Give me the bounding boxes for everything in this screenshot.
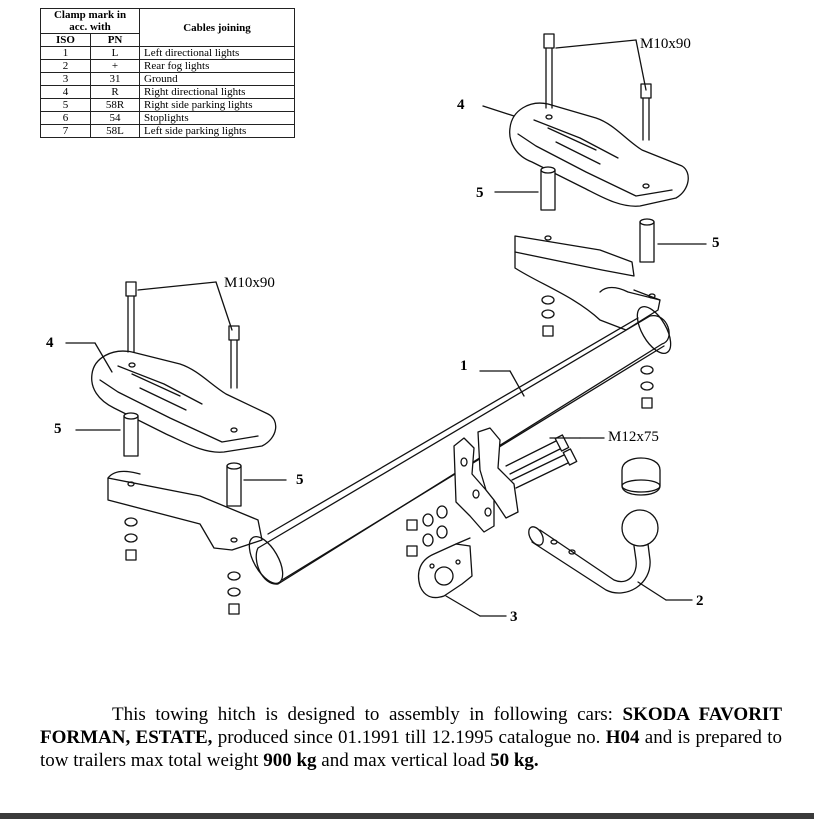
washers-nuts-right-2 xyxy=(640,365,654,409)
cell-iso: 1 xyxy=(39,46,92,60)
towbar-assembly-drawing: M10x90 M10x90 M12x75 1 2 3 4 4 5 5 5 5 xyxy=(46,33,720,625)
ball-mount-bracket xyxy=(453,427,519,533)
label-part-5-right-a: 5 xyxy=(476,185,484,201)
label-part-5-left-b: 5 xyxy=(296,472,304,488)
cell-cable: Right side parking lights xyxy=(139,98,295,112)
bolt-left-2 xyxy=(228,325,240,389)
cell-pn: L xyxy=(90,46,140,60)
bottom-bar xyxy=(0,813,814,819)
spacer-left-a xyxy=(123,412,139,457)
cell-cable: Left side parking lights xyxy=(139,124,295,138)
bolt-right-1 xyxy=(543,33,555,109)
spacer-left-b xyxy=(226,462,242,507)
label-part-4-left: 4 xyxy=(46,335,54,351)
label-bolt-ball: M12x75 xyxy=(608,429,659,445)
cell-iso: 4 xyxy=(39,85,92,99)
cell-iso: 6 xyxy=(39,111,92,125)
desc-cars: SKODA FAVORIT FORMAN, ESTATE, xyxy=(40,704,782,748)
label-part-5-right-b: 5 xyxy=(712,235,720,251)
nuts-center xyxy=(406,505,448,557)
cell-iso: 2 xyxy=(39,59,92,73)
bolts-m12 xyxy=(505,434,578,489)
cell-pn: 31 xyxy=(90,72,140,86)
cell-cable: Left directional lights xyxy=(139,46,295,60)
washers-nuts-right-1 xyxy=(541,295,555,337)
desc-load: 50 kg. xyxy=(490,750,539,771)
table-row: 2+Rear fog lights xyxy=(39,59,295,73)
cell-cable: Stoplights xyxy=(139,111,295,125)
cell-iso: 5 xyxy=(39,98,92,112)
ball-neck xyxy=(528,509,659,594)
cell-cable: Rear fog lights xyxy=(139,59,295,73)
cell-pn: + xyxy=(90,59,140,73)
cell-pn: R xyxy=(90,85,140,99)
desc-produced: produced since 01.1991 till 12.1995 cata… xyxy=(212,727,606,748)
label-bolt-right: M10x90 xyxy=(640,36,691,52)
spacer-right-b xyxy=(639,218,655,263)
washers-nuts-left-2 xyxy=(227,571,241,615)
label-part-5-left-a: 5 xyxy=(54,421,62,437)
side-arm-left xyxy=(107,470,263,551)
socket-plate xyxy=(417,537,473,599)
desc-catalogue: H04 xyxy=(605,727,640,748)
clamp-table: Clamp mark in acc. with Cables joining I… xyxy=(39,8,295,138)
label-part-2: 2 xyxy=(696,593,704,609)
cell-pn: 58L xyxy=(90,124,140,138)
cell-iso: 7 xyxy=(39,124,92,138)
desc-weight: 900 kg xyxy=(263,750,317,771)
desc-prepared: and is prepared to tow trailers max tota… xyxy=(40,727,783,771)
header-pn: PN xyxy=(90,33,140,47)
side-arm-right xyxy=(514,235,661,331)
cell-cable: Ground xyxy=(139,72,295,86)
ball-cover xyxy=(621,457,661,496)
bracket-plate-right xyxy=(509,102,689,207)
label-part-3: 3 xyxy=(510,609,518,625)
description-paragraph: This towing hitch is designed to assembl… xyxy=(40,703,782,772)
cell-cable: Right directional lights xyxy=(139,85,295,99)
label-part-1: 1 xyxy=(460,358,468,374)
label-bolt-left: M10x90 xyxy=(224,275,275,291)
desc-intro: This towing hitch is designed to assembl… xyxy=(112,704,613,725)
bracket-plate-left xyxy=(91,350,277,453)
bolt-left-1 xyxy=(125,281,137,353)
header-iso: ISO xyxy=(39,33,92,47)
header-cables: Cables joining xyxy=(139,8,295,47)
cell-iso: 3 xyxy=(39,72,92,86)
spacer-right-a xyxy=(540,166,556,211)
header-clamp-mark: Clamp mark in acc. with xyxy=(40,8,140,34)
washers-nuts-left-1 xyxy=(124,517,138,561)
cell-pn: 58R xyxy=(90,98,140,112)
cell-pn: 54 xyxy=(90,111,140,125)
desc-load-text: and max vertical load xyxy=(316,750,491,771)
bolt-right-2 xyxy=(640,83,652,141)
label-part-4-right: 4 xyxy=(457,97,465,113)
